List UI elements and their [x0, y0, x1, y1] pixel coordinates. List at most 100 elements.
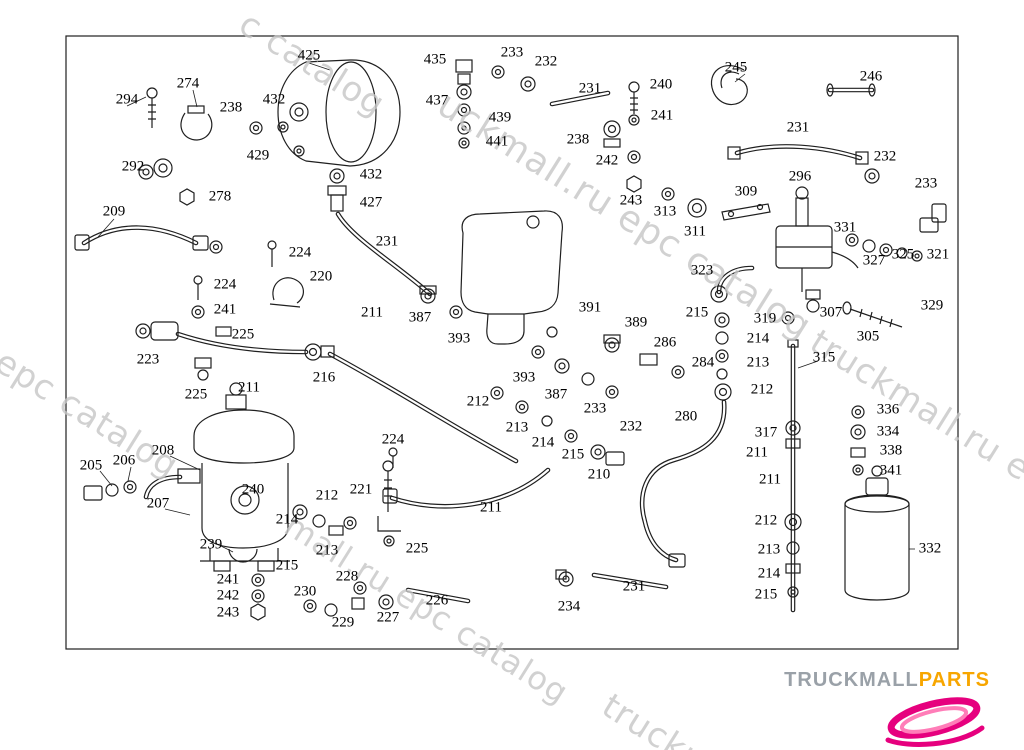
part-number-label: 242	[216, 587, 240, 604]
part-number-label: 296	[788, 168, 812, 185]
part-number-label: 315	[812, 349, 836, 366]
part-number-label: 309	[734, 183, 758, 200]
part-number-label: 211	[480, 499, 502, 516]
part-number-label: 243	[619, 192, 643, 209]
part-number-label: 208	[151, 442, 175, 459]
part-number-label: 313	[653, 203, 677, 220]
part-number-label: 319	[753, 310, 777, 327]
part-number-label: 432	[359, 166, 383, 183]
part-number-label: 231	[786, 119, 810, 136]
part-number-label: 437	[425, 92, 449, 109]
part-number-label: 238	[219, 99, 243, 116]
part-number-label: 227	[376, 609, 400, 626]
part-number-label: 323	[690, 262, 714, 279]
part-number-label: 205	[79, 457, 103, 474]
part-number-label: 336	[876, 401, 900, 418]
part-number-label: 393	[447, 330, 471, 347]
part-number-label: 292	[121, 158, 145, 175]
part-number-label: 393	[512, 369, 536, 386]
part-number-label: 212	[750, 381, 774, 398]
part-number-label: 225	[231, 326, 255, 343]
logo-brand-accent: PARTS	[918, 669, 990, 691]
part-number-label: 215	[754, 586, 778, 603]
part-number-label: 387	[544, 386, 568, 403]
part-number-label: 233	[583, 400, 607, 417]
part-number-label: 225	[405, 540, 429, 557]
part-number-label: 220	[309, 268, 333, 285]
part-number-label: 214	[531, 434, 555, 451]
part-number-label: 242	[595, 152, 619, 169]
part-number-label: 228	[335, 568, 359, 585]
part-number-label: 294	[115, 91, 139, 108]
part-number-label: 231	[578, 80, 602, 97]
part-number-label: 210	[587, 466, 611, 483]
part-number-label: 427	[359, 194, 383, 211]
part-number-label: 321	[926, 246, 950, 263]
part-number-label: 341	[879, 462, 903, 479]
part-number-label: 307	[819, 304, 843, 321]
part-number-label: 215	[685, 304, 709, 321]
part-number-label: 215	[561, 446, 585, 463]
part-number-label: 338	[879, 442, 903, 459]
part-number-label: 317	[754, 424, 778, 441]
part-number-label: 207	[146, 495, 170, 512]
part-number-label: 212	[754, 512, 778, 529]
part-number-label: 274	[176, 75, 200, 92]
part-number-label: 232	[619, 418, 643, 435]
part-number-label: 232	[534, 53, 558, 70]
part-number-label: 214	[275, 511, 299, 528]
part-number-label: 280	[674, 408, 698, 425]
part-number-label: 240	[649, 76, 673, 93]
part-number-label: 441	[485, 133, 509, 150]
part-number-label: 334	[876, 423, 900, 440]
part-number-label: 305	[856, 328, 880, 345]
part-number-label: 211	[746, 444, 768, 461]
part-number-label: 327	[862, 252, 886, 269]
part-number-label: 245	[724, 59, 748, 76]
part-number-label: 387	[408, 309, 432, 326]
part-number-label: 429	[246, 147, 270, 164]
part-number-label: 432	[262, 91, 286, 108]
part-number-label: 224	[288, 244, 312, 261]
part-number-label: 241	[213, 301, 237, 318]
part-number-label: 229	[331, 614, 355, 631]
logo-wordmark: TRUCKMALLPARTS	[784, 669, 990, 692]
part-number-label: 214	[757, 565, 781, 582]
part-number-label: 223	[136, 351, 160, 368]
logo-swoosh-icon	[885, 697, 985, 747]
part-number-label: 241	[216, 571, 240, 588]
part-number-label: 439	[488, 109, 512, 126]
part-number-label: 212	[466, 393, 490, 410]
leader-lines	[97, 62, 915, 553]
part-number-label: 216	[312, 369, 336, 386]
part-number-label: 224	[213, 276, 237, 293]
part-number-label: 211	[361, 304, 383, 321]
part-number-label: 234	[557, 598, 581, 615]
truckmall-logo: TRUCKMALLPARTS	[784, 669, 990, 748]
part-number-label: 391	[578, 299, 602, 316]
part-number-label: 213	[757, 541, 781, 558]
part-number-label: 213	[746, 354, 770, 371]
part-number-label: 221	[349, 481, 373, 498]
part-number-label: 214	[746, 330, 770, 347]
part-number-label: 211	[238, 379, 260, 396]
logo-brand: TRUCKMALL	[784, 669, 919, 691]
part-number-label: 325	[891, 246, 915, 263]
part-number-label: 238	[566, 131, 590, 148]
part-number-label: 209	[102, 203, 126, 220]
part-number-label: 215	[275, 557, 299, 574]
part-number-label: 211	[759, 471, 781, 488]
part-number-label: 230	[293, 583, 317, 600]
part-number-label: 213	[315, 542, 339, 559]
part-number-label: 389	[624, 314, 648, 331]
part-number-label: 240	[241, 481, 265, 498]
part-number-label: 213	[505, 419, 529, 436]
part-number-label: 233	[914, 175, 938, 192]
part-number-label: 231	[375, 233, 399, 250]
part-number-label: 212	[315, 487, 339, 504]
part-number-label: 284	[691, 354, 715, 371]
part-number-label: 206	[112, 452, 136, 469]
part-number-label: 241	[650, 107, 674, 124]
